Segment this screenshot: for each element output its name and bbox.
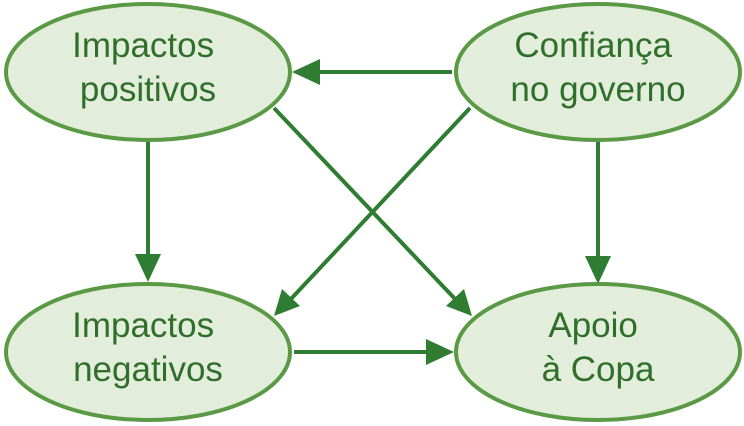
arrow-trust-to-negative-head xyxy=(274,289,300,316)
node-positive-impacts-label: Impactos positivos xyxy=(72,26,224,109)
node-negative-impacts-shape xyxy=(4,282,292,422)
node-government-trust: Confiança no governo xyxy=(454,2,742,142)
arrow-trust-to-negative-line xyxy=(288,106,472,302)
node-cup-support-line2: à Copa xyxy=(542,350,655,389)
node-cup-support-label: Apoio à Copa xyxy=(542,306,655,389)
node-positive-impacts-line1: Impactos xyxy=(72,26,214,65)
node-negative-impacts-line2: negativos xyxy=(73,350,223,389)
arrow-positive-to-support-head xyxy=(446,289,472,316)
arrow-negative-to-support-head xyxy=(426,339,454,365)
arrow-positive-to-support-line xyxy=(272,106,458,302)
node-positive-impacts-line2: positivos xyxy=(80,70,216,109)
node-positive-impacts-shape xyxy=(4,2,292,142)
node-government-trust-line2: no governo xyxy=(510,70,685,109)
node-government-trust-line1: Confiança xyxy=(514,26,672,65)
node-negative-impacts-label: Impactos negativos xyxy=(72,306,224,389)
arrow-trust-to-support-head xyxy=(585,256,611,284)
arrow-trust-to-positive-head xyxy=(292,59,320,85)
node-government-trust-label: Confiança no governo xyxy=(510,26,685,109)
node-positive-impacts: Impactos positivos xyxy=(4,2,292,142)
node-cup-support-line1: Apoio xyxy=(548,306,638,345)
arrow-positive-to-negative-head xyxy=(135,254,161,282)
arrows-layer xyxy=(135,59,611,365)
node-cup-support-shape xyxy=(454,282,742,422)
node-negative-impacts: Impactos negativos xyxy=(4,282,292,422)
node-government-trust-shape xyxy=(454,2,742,142)
node-negative-impacts-line1: Impactos xyxy=(72,306,214,345)
node-cup-support: Apoio à Copa xyxy=(454,282,742,422)
